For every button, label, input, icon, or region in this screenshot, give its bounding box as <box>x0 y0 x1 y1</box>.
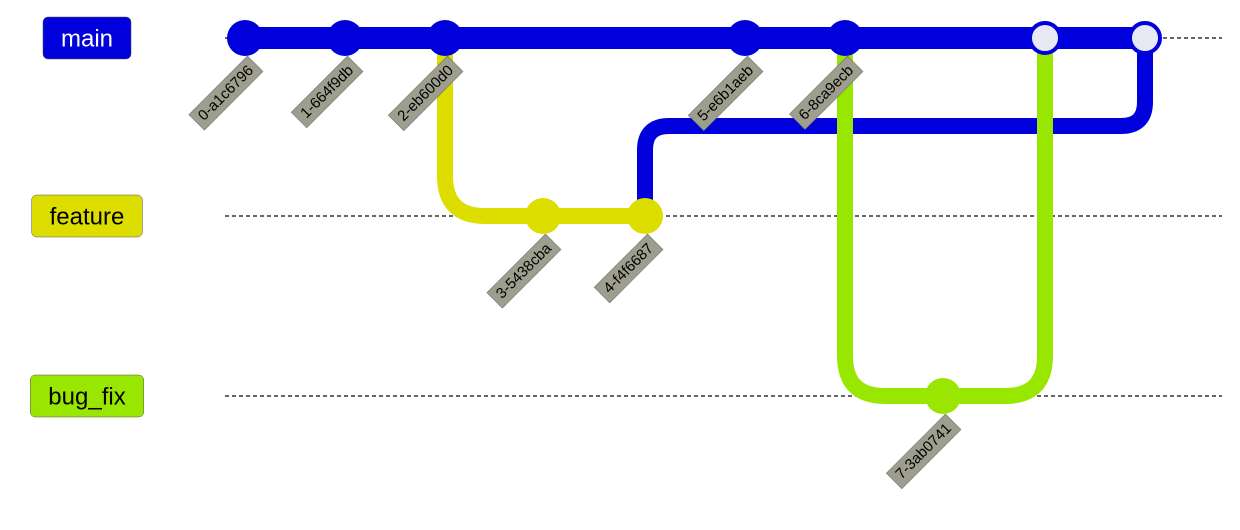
commit-label: 3-5438cba <box>486 233 562 309</box>
commit-node[interactable] <box>727 20 763 56</box>
svg-text:5-e6b1aeb: 5-e6b1aeb <box>694 62 757 125</box>
svg-text:7-3ab0741: 7-3ab0741 <box>892 420 955 483</box>
commit-label: 4-f4f6687 <box>593 233 664 304</box>
svg-text:bug_fix: bug_fix <box>48 384 125 411</box>
svg-text:4-f4f6687: 4-f4f6687 <box>600 240 657 297</box>
connection-1 <box>637 30 1153 224</box>
branch-tag-main[interactable]: main <box>42 16 132 60</box>
commit-node[interactable] <box>327 20 363 56</box>
commit-node[interactable] <box>427 20 463 56</box>
commit-label: 1-664f9db <box>290 55 364 129</box>
svg-text:feature: feature <box>50 204 125 231</box>
branch-tag-feature[interactable]: feature <box>31 194 143 238</box>
svg-text:main: main <box>61 26 113 53</box>
svg-text:1-664f9db: 1-664f9db <box>297 62 357 122</box>
connection-3 <box>935 30 1053 404</box>
commit-label: 0-a1c6796 <box>188 55 264 131</box>
merge-commit-node[interactable] <box>1028 21 1062 55</box>
svg-text:3-5438cba: 3-5438cba <box>493 240 556 303</box>
connection-2 <box>837 30 951 404</box>
commit-node[interactable] <box>627 198 663 234</box>
commit-node[interactable] <box>925 378 961 414</box>
commit-node[interactable] <box>227 20 263 56</box>
commit-label: 7-3ab0741 <box>885 413 962 490</box>
branch-paths <box>234 27 1156 404</box>
svg-text:0-a1c6796: 0-a1c6796 <box>195 62 257 124</box>
branch-tag-bug_fix[interactable]: bug_fix <box>30 374 144 418</box>
commit-node[interactable] <box>525 198 561 234</box>
commit-nodes <box>227 20 1162 414</box>
commit-node[interactable] <box>827 20 863 56</box>
connection-0 <box>437 30 551 224</box>
merge-commit-node[interactable] <box>1128 21 1162 55</box>
branch-labels: main feature bug_fix <box>30 16 144 418</box>
